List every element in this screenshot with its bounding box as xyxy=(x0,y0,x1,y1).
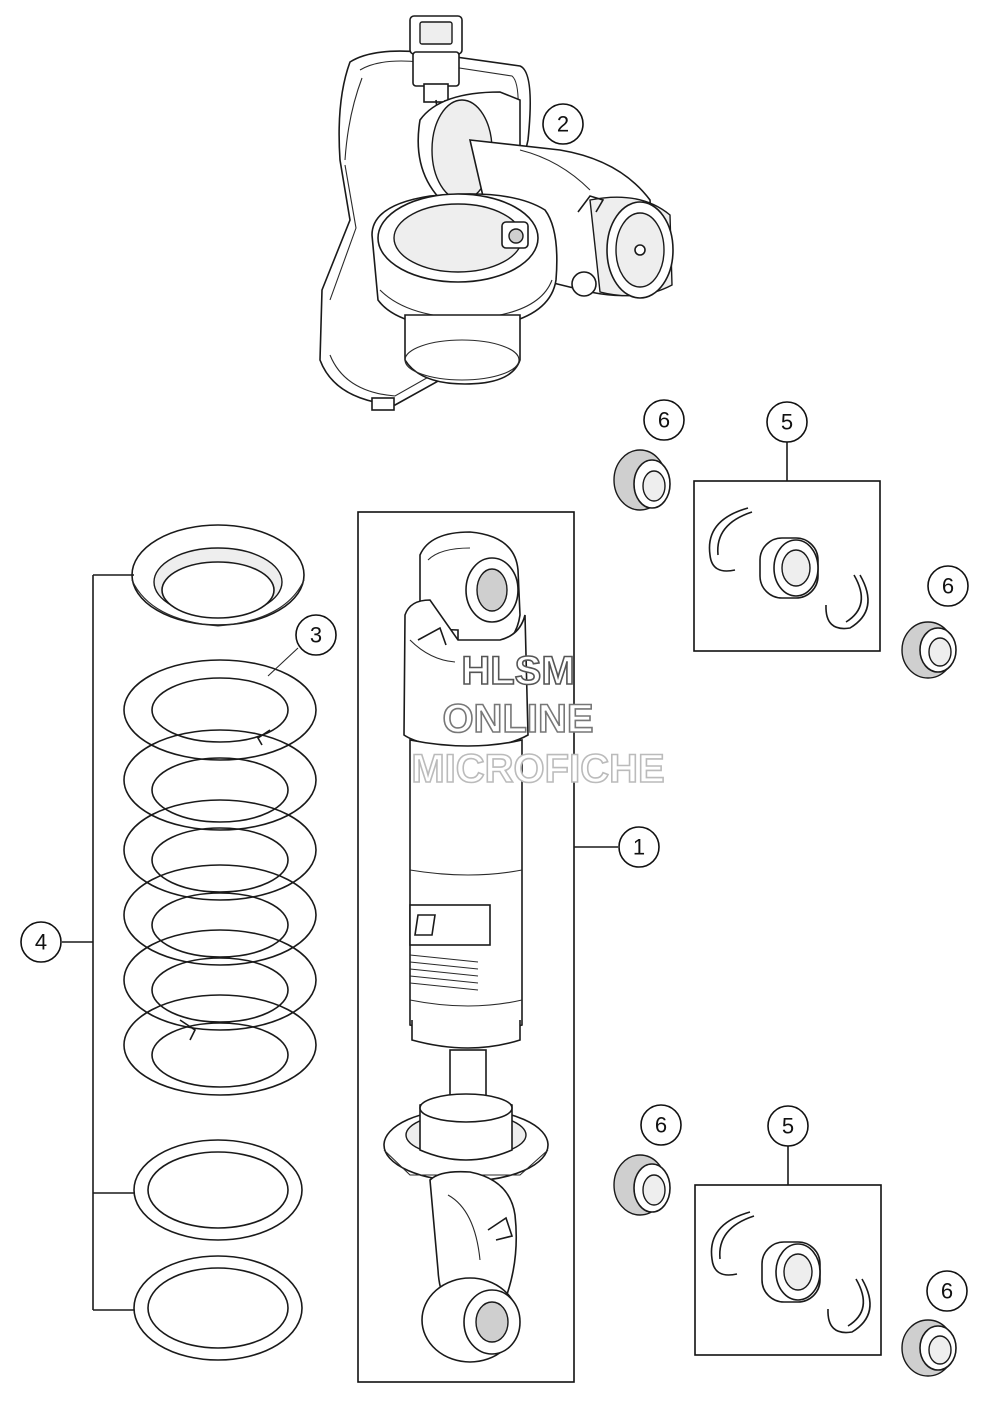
svg-text:6: 6 xyxy=(655,1113,667,1138)
callout-5-bottom[interactable]: 5 xyxy=(767,1105,809,1147)
callout-5-top[interactable]: 5 xyxy=(766,401,808,443)
svg-text:4: 4 xyxy=(35,930,47,955)
part-reservoir-assembly[interactable] xyxy=(319,15,674,411)
svg-text:5: 5 xyxy=(782,1114,794,1139)
leader-lines xyxy=(267,647,618,848)
part-spring[interactable] xyxy=(123,659,317,1096)
svg-text:2: 2 xyxy=(557,112,569,137)
callout-6-top-right[interactable]: 6 xyxy=(927,565,969,607)
part-seal-bottom-right[interactable] xyxy=(901,1319,957,1377)
watermark-line-2: ONLINE xyxy=(442,697,593,741)
callout-3[interactable]: 3 xyxy=(295,614,337,656)
part-ring-middle[interactable] xyxy=(133,1139,303,1241)
frame-shock xyxy=(357,511,575,1383)
part-spring-seat-top[interactable] xyxy=(131,524,305,627)
callout-6-top-left[interactable]: 6 xyxy=(643,399,685,441)
part-seal-bottom-left[interactable] xyxy=(613,1154,671,1216)
svg-text:1: 1 xyxy=(633,835,645,860)
callout-6-bottom-right[interactable]: 6 xyxy=(926,1270,968,1312)
part-seal-top-left[interactable] xyxy=(613,449,671,511)
svg-text:6: 6 xyxy=(658,408,670,433)
bracket-part-4 xyxy=(62,574,134,1311)
watermark: HLSM ONLINE MICROFICHE xyxy=(411,648,666,792)
part-bearing-kit-top[interactable] xyxy=(708,507,869,630)
callout-6-bottom-left[interactable]: 6 xyxy=(640,1104,682,1146)
svg-text:6: 6 xyxy=(942,574,954,599)
part-bearing-kit-bottom[interactable] xyxy=(710,1211,871,1334)
part-seal-top-right[interactable] xyxy=(901,621,957,679)
svg-text:3: 3 xyxy=(310,623,322,648)
callout-4[interactable]: 4 xyxy=(20,921,62,963)
callout-2[interactable]: 2 xyxy=(542,103,584,145)
svg-text:6: 6 xyxy=(941,1279,953,1304)
watermark-line-1: HLSM xyxy=(461,649,574,693)
callout-1[interactable]: 1 xyxy=(618,826,660,868)
svg-text:5: 5 xyxy=(781,410,793,435)
part-ring-bottom[interactable] xyxy=(133,1255,303,1361)
watermark-line-3: MICROFICHE xyxy=(411,747,664,791)
part-shock-absorber[interactable] xyxy=(383,531,549,1363)
